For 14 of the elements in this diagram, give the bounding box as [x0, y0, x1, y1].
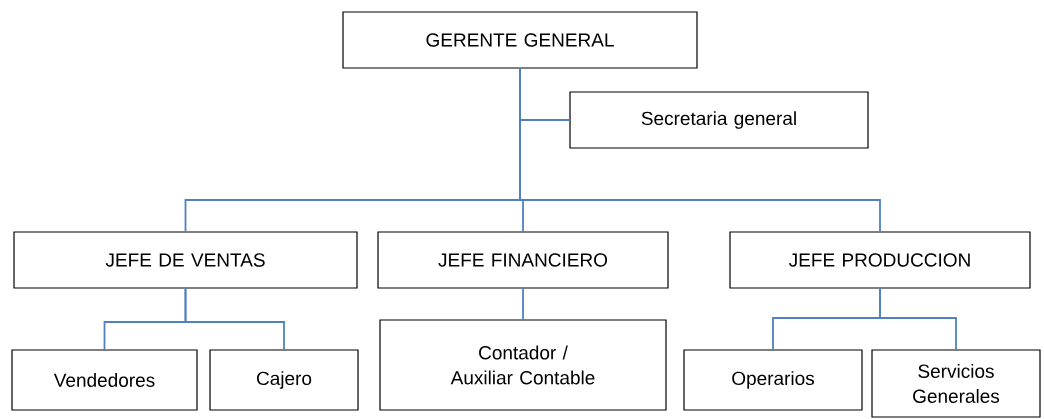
- position-box: JEFE PRODUCCION: [729, 231, 1031, 289]
- position-box: Vendedores: [11, 349, 198, 411]
- connector-line: [184, 287, 285, 351]
- position-box: JEFE FINANCIERO: [377, 231, 669, 289]
- position-box: Secretaria general: [569, 91, 869, 149]
- connector-line: [879, 287, 957, 351]
- position-box: JEFE DE VENTAS: [13, 231, 358, 289]
- connector-line: [519, 67, 881, 233]
- position-box: GERENTE GENERAL: [342, 11, 698, 69]
- position-box: Contador / Auxiliar Contable: [379, 319, 667, 411]
- position-box: Cajero: [209, 349, 359, 411]
- position-box: Operarios: [683, 349, 863, 411]
- connector-line: [522, 287, 524, 321]
- position-box: Servicios Generales: [871, 349, 1041, 418]
